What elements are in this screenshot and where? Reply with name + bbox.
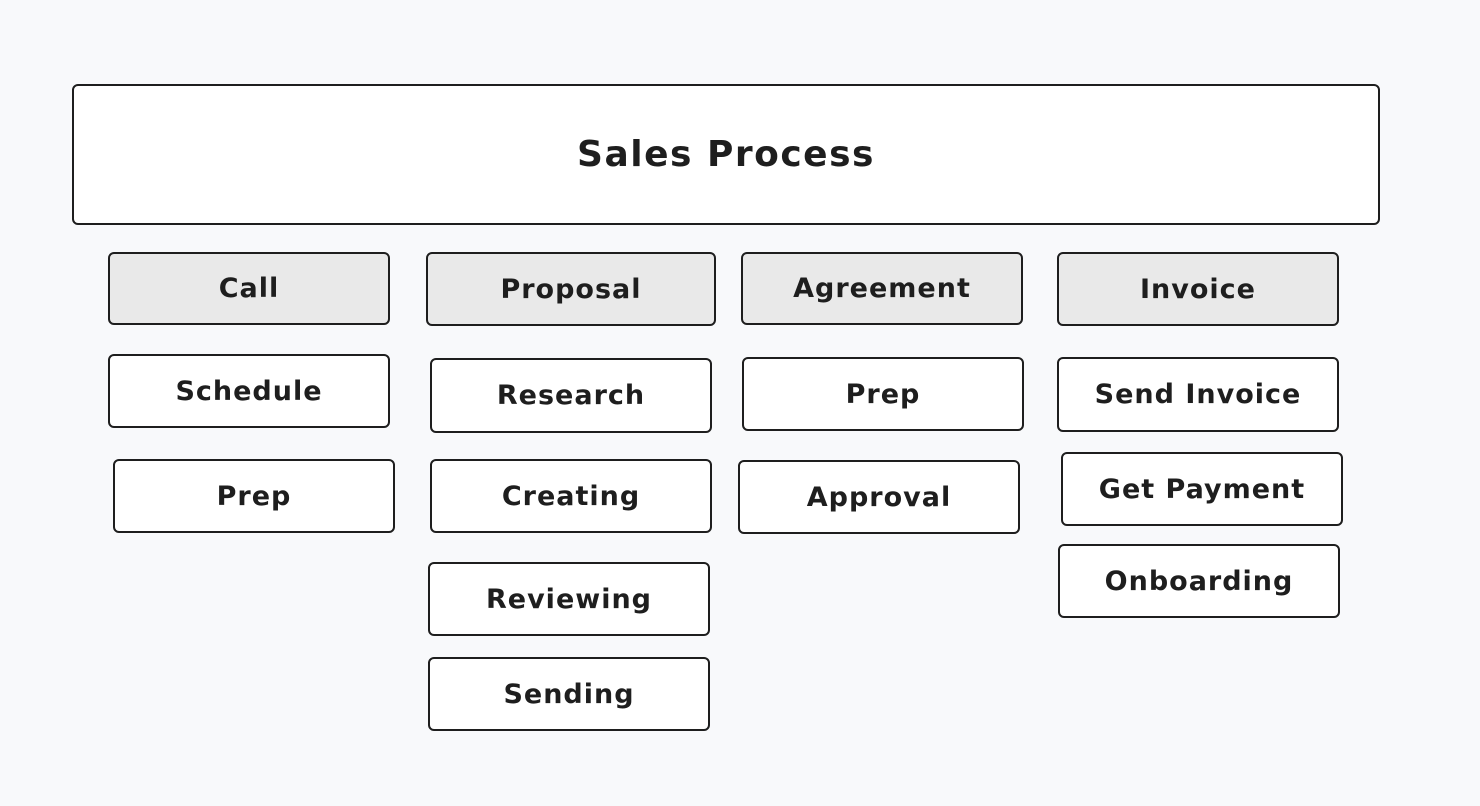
step-box-reviewing: Reviewing [428,562,710,636]
column-header-label: Agreement [793,273,971,304]
step-label: Prep [216,480,292,512]
title-label: Sales Process [577,134,875,175]
step-label: Schedule [175,375,323,407]
step-box-onboarding: Onboarding [1058,544,1340,618]
step-box-call-prep: Prep [113,459,395,533]
step-box-agreement-prep: Prep [742,357,1024,431]
column-header-label: Call [218,273,280,304]
column-header-label: Invoice [1140,273,1256,305]
column-header-proposal: Proposal [426,252,716,326]
column-header-label: Proposal [500,273,642,305]
step-box-creating: Creating [430,459,712,533]
step-label: Get Payment [1098,473,1306,505]
step-box-research: Research [430,358,712,433]
step-box-send-invoice: Send Invoice [1057,357,1339,432]
step-label: Research [496,380,646,411]
step-label: Approval [806,481,952,513]
step-label: Creating [501,480,641,512]
step-label: Reviewing [485,583,653,615]
step-label: Prep [845,378,921,410]
step-box-sending: Sending [428,657,710,731]
title-box: Sales Process [72,84,1380,225]
column-header-agreement: Agreement [741,252,1023,325]
column-header-invoice: Invoice [1057,252,1339,326]
step-label: Sending [503,678,635,710]
step-label: Send Invoice [1094,379,1302,410]
step-label: Onboarding [1104,565,1294,597]
step-box-approval: Approval [738,460,1020,534]
column-header-call: Call [108,252,390,325]
step-box-schedule: Schedule [108,354,390,428]
step-box-get-payment: Get Payment [1061,452,1343,526]
